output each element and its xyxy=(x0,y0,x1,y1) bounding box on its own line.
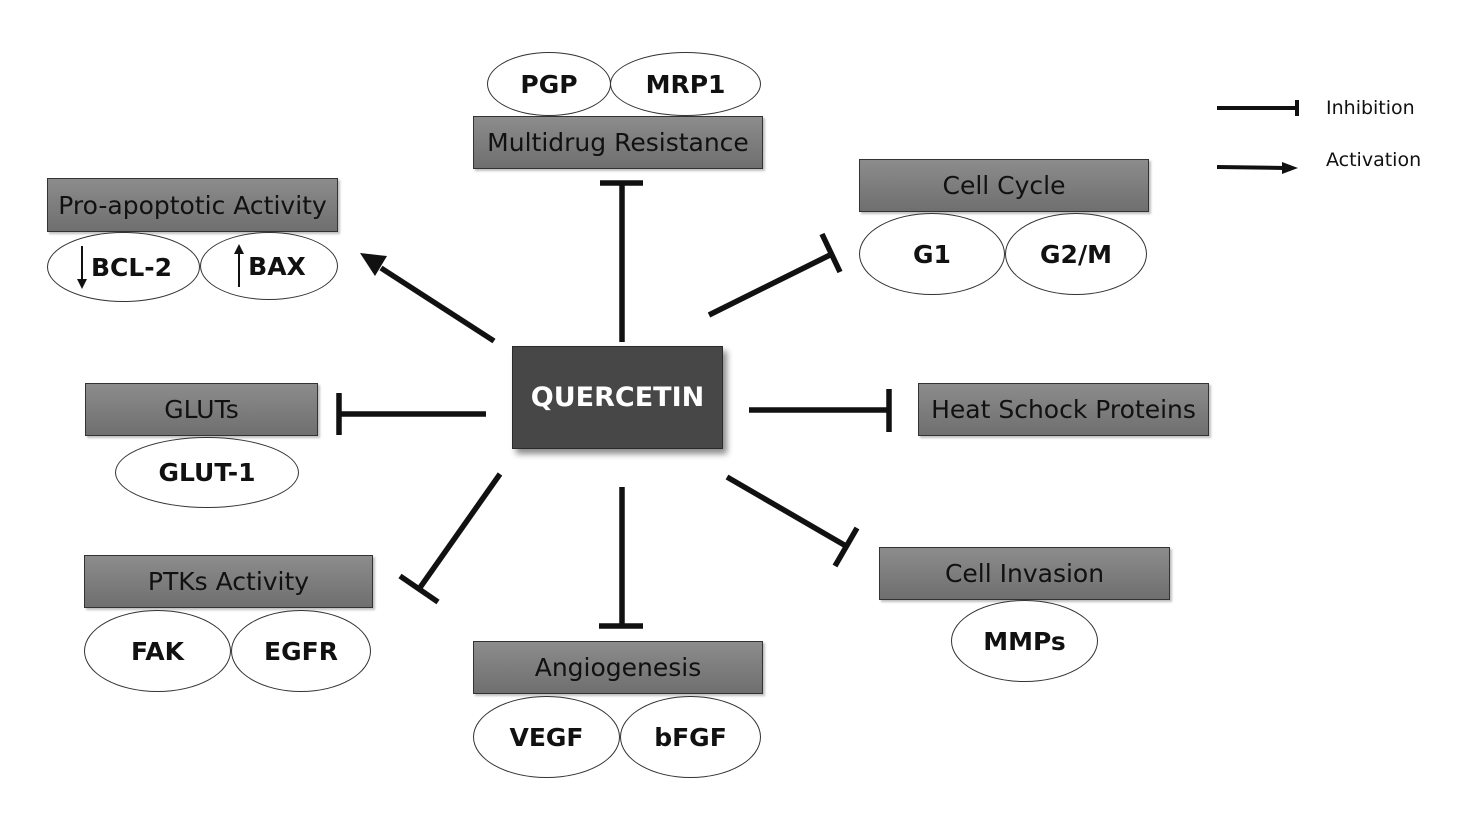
legend-inhibition-icon xyxy=(1217,100,1299,116)
bcl2-label: BCL-2 xyxy=(90,252,173,282)
g2m-oval: G2/M xyxy=(1005,213,1147,295)
gluts-box: GLUTs xyxy=(85,383,318,436)
mrp1-oval: MRP1 xyxy=(610,52,761,116)
cell-invasion-box: Cell Invasion xyxy=(879,547,1170,600)
g1-oval: G1 xyxy=(859,213,1005,295)
down-arrow-icon xyxy=(75,244,89,290)
legend-activation-label: Activation xyxy=(1326,149,1422,171)
edge-angiogenesis-inhibition xyxy=(599,487,643,629)
up-arrow-icon xyxy=(232,243,246,289)
mmps-oval: MMPs xyxy=(951,600,1098,682)
bfgf-oval: bFGF xyxy=(620,696,761,778)
glut1-oval: GLUT-1 xyxy=(115,437,299,508)
multidrug-resistance-box: Multidrug Resistance xyxy=(473,116,763,169)
edge-cell-cycle-inhibition xyxy=(707,232,843,318)
pgp-oval: PGP xyxy=(487,52,611,116)
fak-oval: FAK xyxy=(84,610,231,692)
bax-label: BAX xyxy=(248,251,306,281)
legend-inhibition-label: Inhibition xyxy=(1326,97,1415,119)
bax-oval: BAX xyxy=(200,232,338,300)
heat-shock-proteins-box: Heat Schock Proteins xyxy=(918,383,1209,436)
pro-apoptotic-activity-box: Pro-apoptotic Activity xyxy=(47,178,338,232)
vegf-oval: VEGF xyxy=(473,696,620,778)
quercetin-node: QUERCETIN xyxy=(512,346,723,449)
legend-activation-icon xyxy=(1216,162,1298,174)
ptks-activity-box: PTKs Activity xyxy=(84,555,373,608)
bcl2-oval: BCL-2 xyxy=(47,232,200,302)
edge-apoptosis-activation xyxy=(360,253,496,344)
egfr-oval: EGFR xyxy=(231,610,371,692)
edge-multidrug-inhibition xyxy=(600,180,643,342)
cell-cycle-box: Cell Cycle xyxy=(859,159,1149,212)
edge-ptks-inhibition xyxy=(398,472,503,605)
edge-gluts-inhibition xyxy=(336,393,486,435)
angiogenesis-box: Angiogenesis xyxy=(473,641,763,694)
edge-heat-shock-inhibition xyxy=(749,389,892,432)
edge-cell-invasion-inhibition xyxy=(725,474,860,568)
